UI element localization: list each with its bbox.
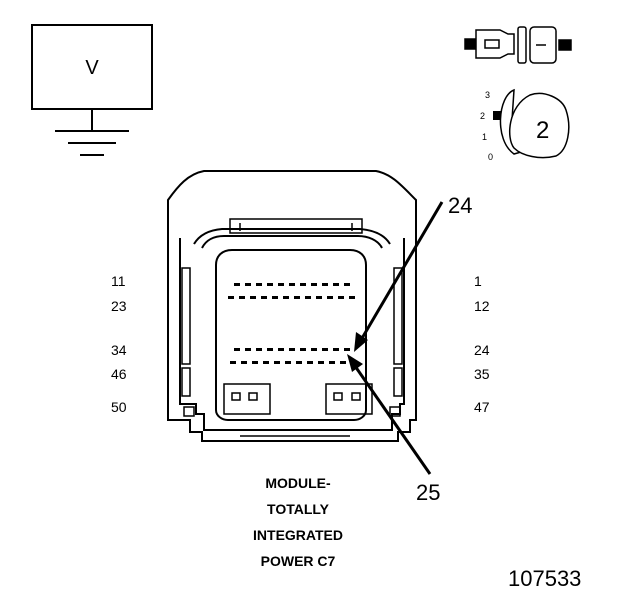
cavity-row-2 [250, 296, 256, 299]
cavity-row-2 [239, 296, 245, 299]
key-position-2: 2 [480, 111, 485, 121]
cavity-row-4 [340, 361, 346, 364]
cavity-row-1 [267, 283, 273, 286]
pin-label-11: 11 [111, 273, 126, 289]
callout-label-25: 25 [416, 480, 440, 505]
cavity-row-1 [289, 283, 295, 286]
power-cavity [351, 392, 361, 401]
cavity-row-3 [234, 348, 240, 351]
callout-arrow-24 [354, 201, 444, 352]
cavity-row-3 [289, 348, 295, 351]
cavity-row-3 [344, 348, 350, 351]
cavity-row-1 [322, 283, 328, 286]
cavity-row-4 [252, 361, 258, 364]
callout-arrow-25 [347, 354, 432, 475]
ignition-key-icon: 3 2 1 0 2 [480, 88, 570, 162]
connector-caption: MODULE- TOTALLY INTEGRATED POWER C7 [200, 470, 396, 574]
cavity-row-1 [256, 283, 262, 286]
cavity-row-3 [300, 348, 306, 351]
connector-housing [167, 170, 417, 442]
cavity-row-4 [329, 361, 335, 364]
connector-cavities [228, 283, 361, 401]
cavity-row-2 [316, 296, 322, 299]
caption-line: INTEGRATED [253, 527, 343, 543]
cavity-row-3 [311, 348, 317, 351]
key-selected-position: 2 [536, 117, 549, 144]
cavity-row-4 [274, 361, 280, 364]
cavity-row-4 [307, 361, 313, 364]
cavity-row-2 [294, 296, 300, 299]
pin-label-46: 46 [111, 366, 127, 382]
cavity-row-2 [272, 296, 278, 299]
cavity-row-3 [256, 348, 262, 351]
pin-label-23: 23 [111, 298, 127, 314]
key-position-1: 1 [482, 132, 487, 142]
power-cavity [248, 392, 258, 401]
cavity-row-3 [333, 348, 339, 351]
cavity-row-4 [318, 361, 324, 364]
power-cavity [333, 392, 343, 401]
cavity-row-1 [278, 283, 284, 286]
cavity-row-1 [344, 283, 350, 286]
cavity-row-2 [327, 296, 333, 299]
power-cavity [231, 392, 241, 401]
pin-label-47: 47 [474, 399, 490, 415]
pin-label-1: 1 [474, 273, 482, 289]
cavity-row-2 [228, 296, 234, 299]
callout-label-24: 24 [448, 193, 472, 218]
cavity-row-2 [349, 296, 355, 299]
cavity-row-4 [230, 361, 236, 364]
cavity-row-2 [305, 296, 311, 299]
cavity-row-1 [245, 283, 251, 286]
pin-label-34: 34 [111, 342, 127, 358]
cavity-row-1 [300, 283, 306, 286]
figure-number: 107533 [508, 566, 582, 591]
cavity-row-4 [241, 361, 247, 364]
cavity-row-3 [245, 348, 251, 351]
plug-connector-icon [464, 26, 572, 64]
voltmeter-symbol: V [31, 24, 153, 156]
pin-label-50: 50 [111, 399, 127, 415]
pin-label-12: 12 [474, 298, 490, 314]
voltmeter-label: V [85, 57, 99, 79]
cavity-row-2 [338, 296, 344, 299]
cavity-row-1 [333, 283, 339, 286]
pin-label-24: 24 [474, 342, 490, 358]
pin-label-35: 35 [474, 366, 490, 382]
key-position-3: 3 [485, 90, 490, 100]
caption-line: MODULE- [265, 475, 331, 491]
cavity-row-4 [285, 361, 291, 364]
cavity-row-4 [296, 361, 302, 364]
caption-line: TOTALLY [267, 501, 329, 517]
cavity-row-3 [267, 348, 273, 351]
ground-icon [55, 130, 129, 156]
cavity-row-1 [311, 283, 317, 286]
cavity-row-2 [283, 296, 289, 299]
cavity-row-4 [263, 361, 269, 364]
cavity-row-3 [322, 348, 328, 351]
cavity-row-1 [234, 283, 240, 286]
caption-line: POWER C7 [260, 553, 336, 569]
cavity-row-2 [261, 296, 267, 299]
key-position-0: 0 [488, 152, 493, 162]
cavity-row-3 [278, 348, 284, 351]
